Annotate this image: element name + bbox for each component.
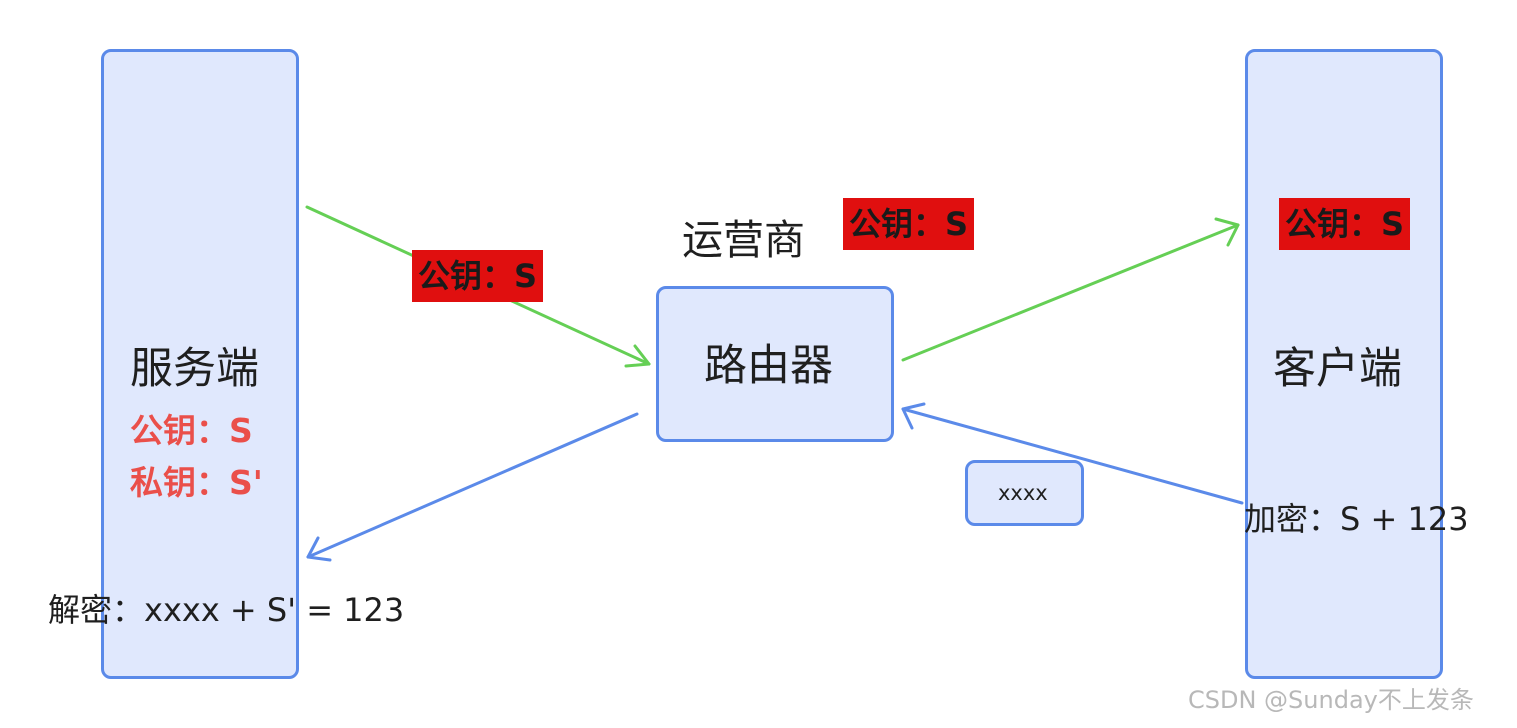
encrypt-annotation: 加密：S + 123 <box>1244 500 1469 538</box>
isp-label: 运营商 <box>682 216 805 264</box>
server-node <box>101 49 299 679</box>
client-title: 客户端 <box>1273 344 1402 394</box>
server-public-key: 公钥：S <box>130 411 253 450</box>
public-key-tag-client: 公钥：S <box>1279 198 1410 250</box>
watermark: CSDN @Sunday不上发条 <box>1188 686 1474 714</box>
server-title: 服务端 <box>130 344 259 394</box>
client-to-router-arrow <box>901 402 1244 505</box>
public-key-tag-transit: 公钥：S <box>412 250 543 302</box>
router-to-server-arrow <box>306 412 639 562</box>
ciphertext-label: xxxx <box>998 481 1048 505</box>
decrypt-annotation: 解密：xxxx + S' = 123 <box>48 591 405 629</box>
router-node <box>656 286 894 442</box>
router-to-client-arrow <box>901 217 1240 362</box>
public-key-tag-isp: 公钥：S <box>843 198 974 250</box>
router-title: 路由器 <box>704 341 833 391</box>
client-node <box>1245 49 1443 679</box>
server-private-key: 私钥：S' <box>130 463 263 502</box>
ciphertext-node <box>965 460 1084 526</box>
